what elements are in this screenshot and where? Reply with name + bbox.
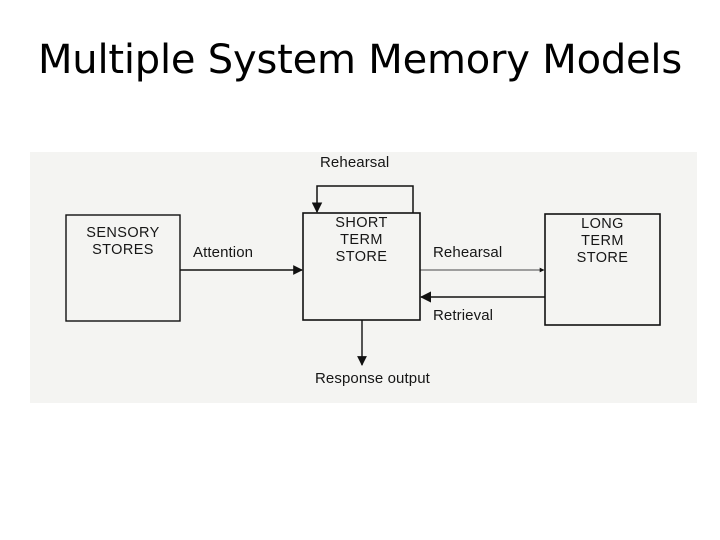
memory-model-diagram: SENSORY STORES SHORT TERM STORE LONG TER… xyxy=(30,152,697,403)
page-title: Multiple System Memory Models xyxy=(37,37,682,83)
node-sensory-stores xyxy=(65,214,181,322)
node-short-term-store xyxy=(302,212,421,321)
node-long-term-store xyxy=(544,213,661,326)
diagram-canvas xyxy=(65,185,661,366)
edge-rehearsal-loop-arrow xyxy=(311,185,414,214)
